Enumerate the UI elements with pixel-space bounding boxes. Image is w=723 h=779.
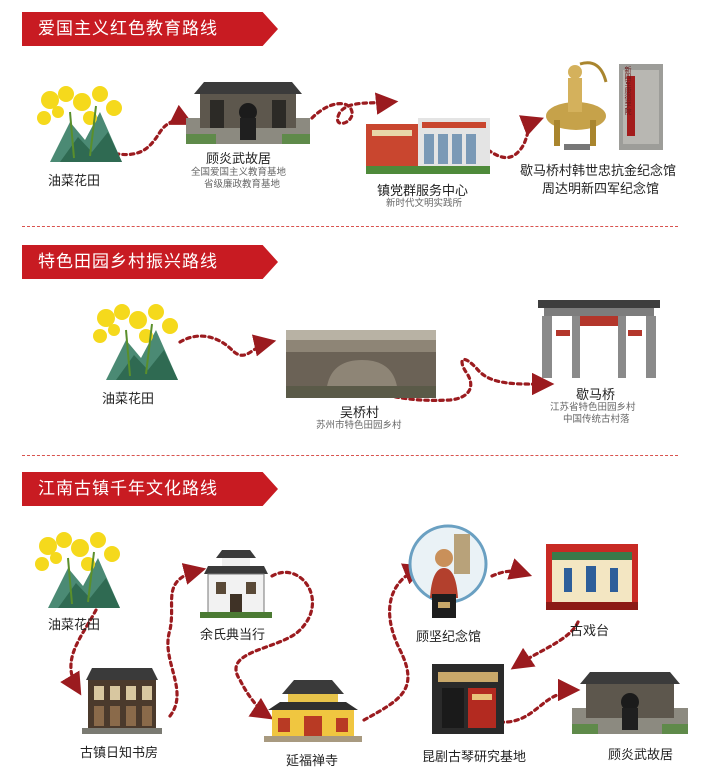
- route-1-stop-2-note-2: 省级廉政教育基地: [204, 179, 281, 190]
- party-service-center-image: [366, 118, 490, 174]
- route-1-stop-4-label-line-2: 周达明新四军纪念馆: [542, 182, 660, 197]
- xiemaqiao-paifang-image: [538, 300, 660, 378]
- route-1-stop-3-note-1: 新时代文明实践所: [386, 198, 463, 209]
- rizhi-bookhouse-image: [82, 668, 162, 734]
- ancient-stage-image: [546, 544, 638, 610]
- route-3-segment-5: [490, 558, 533, 580]
- route-3-segment-3: [234, 570, 314, 720]
- route-3-stop-5-label: 古镇日知书房: [80, 746, 159, 761]
- route-3-stop-1-label: 油菜花田: [48, 618, 101, 633]
- route-1-segment-1: [106, 104, 194, 157]
- route-2-stop-2-label: 吴桥村: [340, 406, 380, 421]
- route-3-stop-2-label: 余氏典当行: [200, 628, 266, 643]
- rapeseed-flower-image: [35, 532, 120, 608]
- section-divider-1: [22, 226, 678, 227]
- gu-jian-memorial-hall-image: [408, 524, 488, 618]
- route-1-stop-2-label: 顾炎武故居: [206, 152, 272, 167]
- yu-pawnshop-image: [200, 550, 272, 618]
- route-3-title-banner: 江南古镇千年文化路线: [22, 472, 278, 506]
- route-2-stop-3-note-1: 江苏省特色田园乡村: [550, 402, 636, 413]
- route-1-title-banner: 爱国主义红色教育路线: [22, 12, 278, 46]
- route-2-segment-2: [358, 357, 555, 402]
- route-3-stop-8-label: 顾炎武故居: [608, 748, 674, 763]
- rapeseed-flower-image: [93, 304, 178, 380]
- wuqiao-stone-bridge-image: [286, 330, 436, 398]
- route-1-stop-1-label: 油菜花田: [48, 174, 101, 189]
- route-3-stop-7-label: 昆剧古琴研究基地: [422, 750, 527, 765]
- gu-yanwu-residence-image: [186, 82, 310, 144]
- route-3-segment-7: [498, 678, 581, 724]
- route-1-stop-4-label-line-1: 歇马桥村韩世忠抗金纪念馆: [520, 164, 677, 179]
- route-3-stop-4-label: 古戏台: [570, 624, 610, 639]
- route-2-stop-2-note-1: 苏州市特色田园乡村: [316, 420, 402, 431]
- kunqu-guqin-base-image: [432, 664, 504, 734]
- rapeseed-flower-image: [37, 86, 122, 162]
- route-3-stop-6-label: 延福禅寺: [286, 754, 339, 769]
- route-2-stop-3-note-2: 中国传统古村落: [563, 414, 630, 425]
- route-3-stop-3-label: 顾坚纪念馆: [416, 630, 482, 645]
- yanfu-temple-image: [264, 680, 362, 742]
- route-1-stop-3-label: 镇党群服务中心: [377, 184, 469, 199]
- route-2-title-banner: 特色田园乡村振兴路线: [22, 245, 278, 279]
- route-3-segment-1: [60, 608, 98, 696]
- route-1-segment-2: [310, 92, 399, 125]
- gu-yanwu-residence-image-2: [572, 672, 688, 734]
- han-shizhong-statue-image: [546, 61, 608, 150]
- route-3-segment-4: [362, 563, 426, 722]
- section-divider-2: [22, 455, 678, 456]
- memorial-stone-sign-text: 新四军康德学院: [624, 66, 632, 115]
- route-1-segment-3: [486, 115, 544, 160]
- route-2-stop-1-label: 油菜花田: [102, 392, 155, 407]
- route-2-stop-3-label: 歇马桥: [576, 388, 616, 403]
- memorial-stone-sign-image: [619, 64, 663, 150]
- route-1-stop-2-note-1: 全国爱国主义教育基地: [191, 167, 287, 178]
- route-3-segment-6: [510, 620, 580, 670]
- route-2-segment-1: [178, 334, 277, 357]
- route-3-segment-2: [166, 563, 207, 718]
